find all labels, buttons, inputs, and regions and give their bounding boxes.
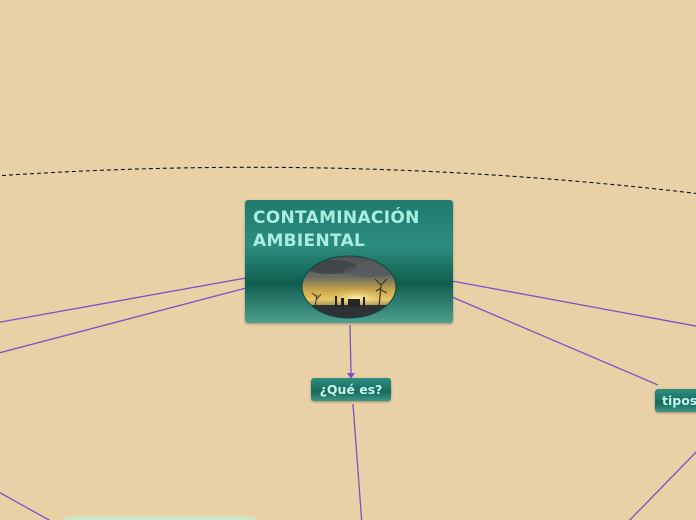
pollution-image [301,255,397,319]
connector-tipos-down [628,451,696,520]
connector-central-left-2 [0,287,247,354]
subtopic-node-partial[interactable] [64,516,256,520]
connector-central-left-1 [0,277,247,323]
topic-tipos-label: tipos [662,393,696,408]
connector-que-es-down [352,403,363,520]
connector-central-que-es [349,324,352,374]
connector-arrowhead [347,373,355,379]
central-topic-line2: AMBIENTAL [253,231,366,251]
central-topic-line1: CONTAMINACIÓN [253,208,420,228]
boundary-dashed-line [0,166,696,194]
topic-que-es[interactable]: ¿Qué es? [311,378,391,401]
central-topic-title: CONTAMINACIÓN AMBIENTAL [253,207,448,253]
connector-central-right-1 [451,280,696,327]
connector-central-tipos [451,296,659,386]
topic-tipos[interactable]: tipos [655,389,696,412]
connector-left-lower [0,492,51,520]
central-topic-node[interactable]: CONTAMINACIÓN AMBIENTAL [245,200,453,323]
topic-que-es-label: ¿Qué es? [319,382,383,397]
